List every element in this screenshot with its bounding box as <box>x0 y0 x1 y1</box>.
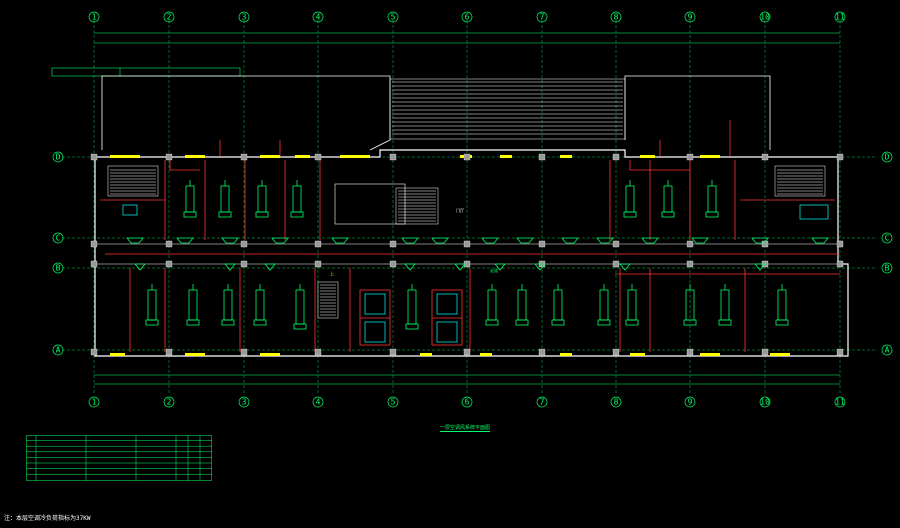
axis-bottom-1: 1 <box>92 398 97 407</box>
axis-bottom-3: 3 <box>242 398 247 407</box>
cooling-load-note: 注：本层空调冷负荷指标为37KW <box>4 515 91 522</box>
corridor-label: 走道 <box>490 267 498 273</box>
hall-label: 门厅 <box>456 207 464 213</box>
axis-right-A: A <box>885 346 890 355</box>
axis-right-B: B <box>885 264 890 273</box>
axis-right-D: D <box>885 153 890 162</box>
axis-top-1: 1 <box>92 13 97 22</box>
elevators <box>359 289 463 346</box>
axis-bottom-4: 4 <box>316 398 321 407</box>
windows <box>110 155 790 356</box>
axis-bottom-7: 7 <box>540 398 545 407</box>
axis-bottom-2: 2 <box>167 398 172 407</box>
equipment-marks <box>122 204 829 220</box>
axis-top-6: 6 <box>465 13 470 22</box>
top-axis-markers: 1 2 3 4 5 6 7 8 9 10 11 <box>88 11 846 23</box>
elevator-cars <box>364 293 458 343</box>
columns <box>90 153 844 356</box>
axis-left-C: C <box>56 234 61 243</box>
fan-coil-units <box>145 180 789 330</box>
axis-top-7: 7 <box>540 13 545 22</box>
axis-top-10: 10 <box>760 13 770 22</box>
axis-top-11: 11 <box>835 13 845 22</box>
stairwells <box>107 165 826 319</box>
axis-bottom-5: 5 <box>391 398 396 407</box>
right-axis-markers: D C B A <box>881 151 893 356</box>
axis-bottom-11: 11 <box>835 398 845 407</box>
axis-bottom-10: 10 <box>760 398 770 407</box>
partitions <box>100 160 840 352</box>
axis-left-A: A <box>56 346 61 355</box>
axis-left-D: D <box>56 153 61 162</box>
axis-top-9: 9 <box>688 13 693 22</box>
air-ducts <box>105 120 840 255</box>
drawing-title: 一层空调风系统平面图 <box>440 425 491 432</box>
corridor-diffusers <box>126 237 829 271</box>
key-plan-table <box>51 67 241 77</box>
axis-bottom-8: 8 <box>614 398 619 407</box>
left-axis-markers: D C B A <box>52 151 64 356</box>
axis-top-2: 2 <box>167 13 172 22</box>
equipment-schedule-table <box>26 435 212 481</box>
axis-left-B: B <box>56 264 61 273</box>
axis-right-C: C <box>885 234 890 243</box>
axis-top-3: 3 <box>242 13 247 22</box>
horizontal-axis-lines <box>62 156 875 351</box>
axis-bottom-9: 9 <box>688 398 693 407</box>
axis-top-5: 5 <box>391 13 396 22</box>
axis-top-8: 8 <box>614 13 619 22</box>
bottom-axis-markers: 1 2 3 4 5 6 7 8 9 10 11 <box>88 396 846 408</box>
axis-top-4: 4 <box>316 13 321 22</box>
stair-up-label: 上 <box>330 270 334 276</box>
axis-bottom-6: 6 <box>465 398 470 407</box>
entrance-steps <box>389 78 626 140</box>
